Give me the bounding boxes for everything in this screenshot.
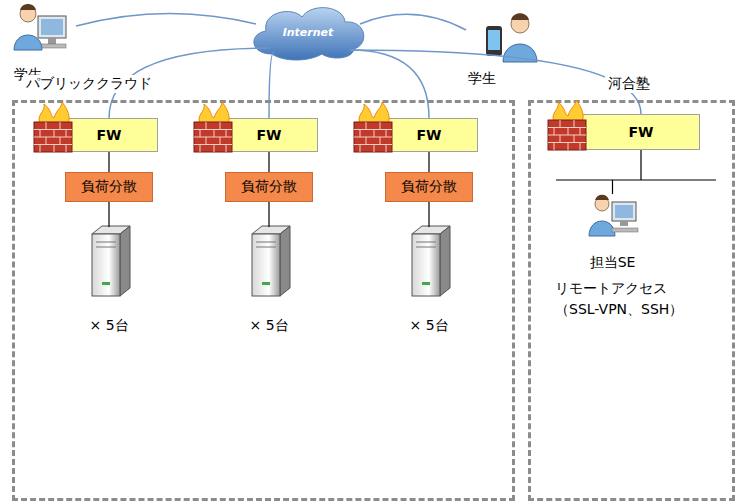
node-label: FW [628,124,653,140]
connector-line [108,152,109,172]
firewall-box: FW [582,114,700,150]
connector-line [428,152,429,172]
node-label: FW [256,127,281,143]
node-label: 負荷分散 [81,178,137,196]
node-label: 担当SE [567,254,658,272]
lan-line [556,179,716,180]
node-label: × 5台 [61,317,157,335]
note-label: （SSL-VPN、SSH） [555,301,683,319]
server-node: × 5台 [381,223,477,335]
firewall-box: FW [380,118,478,152]
connector-line [360,14,466,30]
cloud-region: パブリッククラウドFW負荷分散× 5台FW負荷分散× 5台FW負荷分散× 5台 [12,100,515,501]
node-label: 学生 [468,70,496,88]
node-label: FW [416,127,441,143]
student-node: 学生 [8,4,80,84]
server-icon [252,226,290,296]
region-heading: 河合塾 [605,75,653,93]
internet-cloud [254,8,364,60]
firewall-icon [354,102,392,152]
connector-line [268,202,269,227]
se-icon [589,195,638,236]
connector-line [268,152,269,172]
node-label: 負荷分散 [401,178,457,196]
note-label: リモートアクセス [555,280,667,298]
student-node: 学生 [462,8,542,88]
load-balancer-box: 負荷分散 [225,172,313,202]
node-label: Internet [283,26,334,39]
server-node: × 5台 [221,223,317,335]
connector-line [350,50,641,114]
connector-line [613,150,642,194]
student-pc-icon [14,4,66,50]
connector-line [108,202,109,227]
office-region: 河合塾FW担当SE [528,100,735,501]
node-label: 負荷分散 [241,178,297,196]
node-label: × 5台 [221,317,317,335]
load-balancer-box: 負荷分散 [385,172,473,202]
connector-line [350,50,429,118]
region-heading: パブリッククラウド [23,75,155,93]
load-balancer-box: 負荷分散 [65,172,153,202]
connector-line [428,202,429,227]
firewall-icon [548,100,586,150]
firewall-box: FW [220,118,318,152]
firewall-box: FW [60,118,158,152]
connector-line [269,52,274,118]
internet-cloud-node: Internet [250,4,366,60]
node-label: × 5台 [381,317,477,335]
engineer-node: 担当SE [567,190,658,272]
server-icon [412,226,450,296]
firewall-icon [34,102,72,152]
firewall-icon [194,102,232,152]
server-icon [92,226,130,296]
connector-line [76,13,256,26]
server-node: × 5台 [61,223,157,335]
node-label: FW [96,127,121,143]
